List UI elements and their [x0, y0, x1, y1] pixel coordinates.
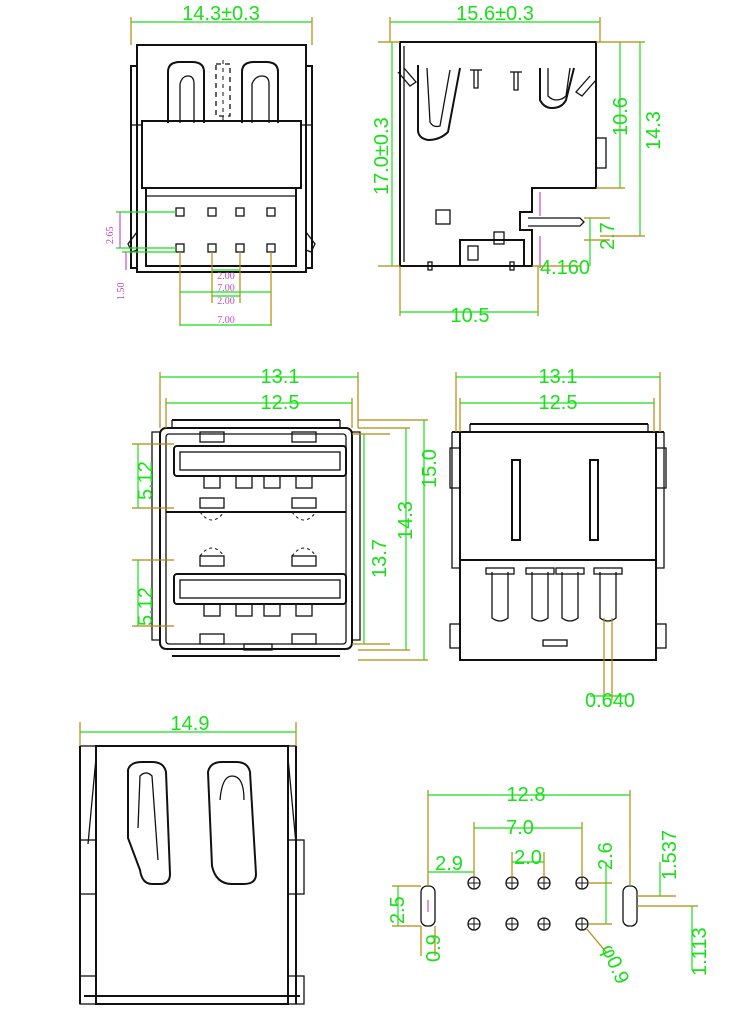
dim-footprint-pitch-left: 2.9	[435, 853, 463, 875]
dim-span-b: 7.00	[217, 315, 235, 326]
view-footprint: 12.8 7.0 2.0 2.9 2.6 1.537 1.113 2.5	[387, 784, 711, 987]
back-pins	[485, 567, 623, 622]
dim-footprint-pin-pitch: 2.0	[514, 847, 542, 869]
view-back: 13.1 12.5 0.640	[449, 366, 667, 712]
dim-side-width: 14.9	[171, 713, 210, 735]
dim-footprint-hole-diameter: φ0.9	[596, 941, 633, 987]
dim-front-inner-height: 13.7	[369, 539, 391, 578]
dim-footprint-slot-offset: 1.537	[659, 830, 681, 880]
dim-footprint-total: 12.8	[507, 784, 546, 806]
view-top-right: 15.6±0.3 17.0±0.3 10.6 14.3 2.7 4.160 10…	[371, 3, 665, 327]
view-top-left: 14.3±0.3 2.65 1.50 2.00 7.00 2.00 7.00	[105, 3, 316, 326]
dim-foot: 4.160	[540, 257, 590, 279]
dim-height-top-right: 17.0±0.3	[371, 117, 393, 195]
dim-pitch-a: 2.00	[217, 271, 235, 282]
dim-total-height: 14.3	[643, 111, 665, 150]
dim-depth: 10.5	[451, 305, 490, 327]
dim-footprint-pin-span: 7.0	[506, 817, 534, 839]
dim-row-spacing: 2.65	[105, 227, 116, 245]
dim-footprint-slot-height: 1.113	[689, 927, 711, 976]
dim-back-outer-width: 13.1	[539, 366, 578, 388]
dim-footprint-slot-length: 2.5	[387, 896, 409, 924]
pin-row-upper	[175, 207, 276, 217]
dim-port-top: 5.12	[135, 461, 157, 500]
footprint-slot-right	[622, 885, 638, 927]
dim-back-inner-width: 12.5	[539, 392, 578, 414]
dim-front-outer-width: 13.1	[261, 366, 300, 388]
dim-footprint-pitch-right: 2.6	[595, 842, 617, 870]
dim-width-top-left: 14.3±0.3	[182, 3, 260, 25]
dim-upper-height: 10.6	[610, 97, 632, 136]
dim-front-mid-height: 14.3	[395, 501, 417, 540]
dim-back-pin-width: 0.640	[585, 690, 635, 712]
dim-span-a: 7.00	[217, 283, 235, 294]
dim-pin-height: 1.50	[116, 283, 127, 301]
footprint-holes	[467, 876, 589, 931]
dim-front-inner-width: 12.5	[261, 392, 300, 414]
view-side: 14.9	[79, 713, 305, 1005]
dim-port-bottom: 5.12	[135, 587, 157, 626]
dim-offset: 2.7	[597, 222, 619, 250]
view-front: 13.1 12.5 5.12 5.12 13.7 14.3 15.0	[132, 366, 441, 661]
dim-front-outer-height: 15.0	[419, 449, 441, 488]
dim-footprint-slot-width: 0.9	[423, 934, 445, 962]
dim-pitch-b: 2.00	[217, 296, 235, 307]
dim-width-top-right: 15.6±0.3	[456, 3, 534, 25]
pin-row-lower	[175, 243, 276, 253]
